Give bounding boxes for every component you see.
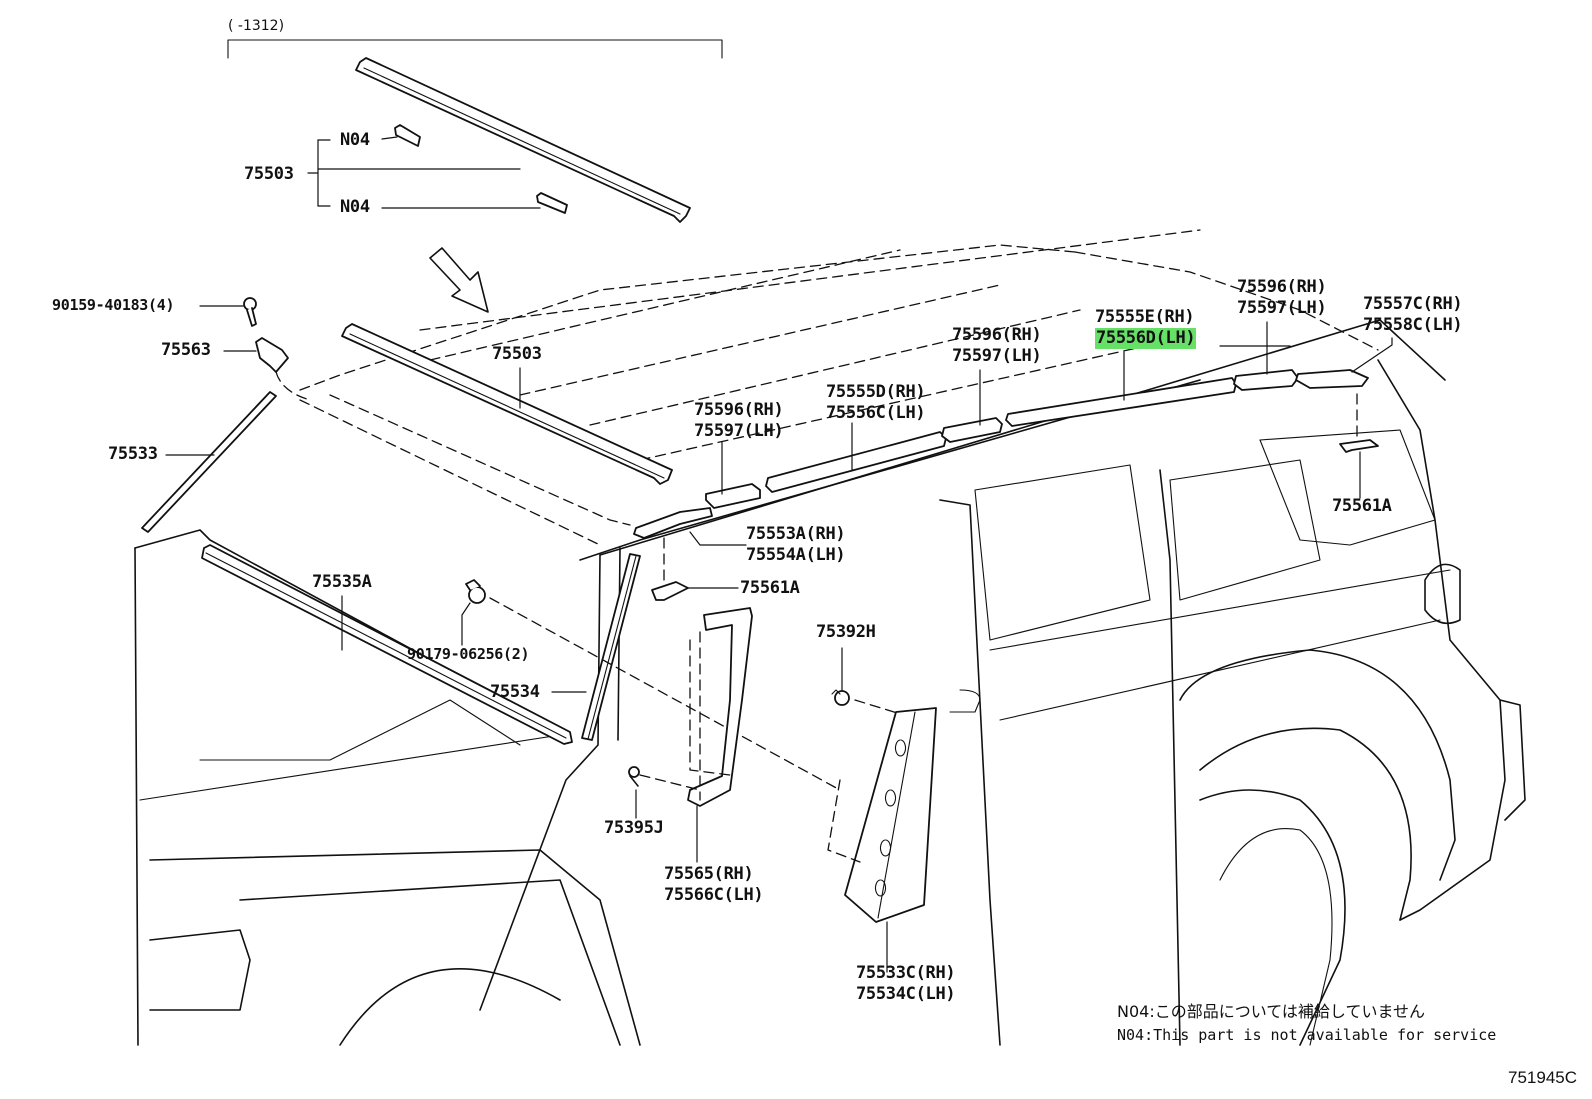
vehicle-body — [134, 229, 1526, 1046]
part-number: 75561A — [1332, 496, 1392, 516]
callout-75555D[interactable]: 75555D(RH) 75556C(LH) — [826, 382, 926, 424]
part-number-rh: 75596(RH) — [952, 325, 1042, 345]
molding-75535A — [201, 544, 573, 745]
callout-75535A[interactable]: 75535A — [312, 572, 372, 593]
callout-75563[interactable]: 75563 — [161, 340, 211, 361]
callout-75596-rear[interactable]: 75596(RH) 75597(LH) — [1237, 277, 1327, 319]
part-number-lh-highlighted: 75556D(LH) — [1095, 328, 1197, 349]
part-number-lh: 75597(LH) — [1237, 298, 1327, 318]
molding-75533 — [141, 391, 277, 533]
part-number: 75563 — [161, 340, 211, 360]
part-number-lh: 75597(LH) — [694, 421, 784, 441]
part-number-lh: 75556C(LH) — [826, 403, 926, 423]
part-number: 75535A — [312, 572, 372, 592]
clip-90179 — [461, 579, 841, 791]
part-number: 90179-06256(2) — [407, 645, 530, 663]
callout-75555E[interactable]: 75555E(RH) 75556D(LH) — [1095, 307, 1197, 349]
footnote-english: N04:This part is not available for servi… — [1117, 1026, 1497, 1044]
part-number-rh: 75553A(RH) — [746, 524, 846, 544]
callout-n04-upper[interactable]: N04 — [340, 130, 370, 151]
part-number: 75503 — [492, 344, 542, 364]
roof-rail-cover-mid — [941, 417, 1003, 443]
callout-75596-front[interactable]: 75596(RH) 75597(LH) — [694, 400, 784, 442]
part-number-rh: 75557C(RH) — [1363, 294, 1463, 314]
callout-75392H[interactable]: 75392H — [816, 622, 876, 643]
part-number-lh: 75558C(LH) — [1363, 315, 1463, 335]
clip-75561A-front — [651, 581, 689, 601]
part-number: 75392H — [816, 622, 876, 642]
callout-75561A-front[interactable]: 75561A — [740, 578, 800, 599]
callout-75503-top[interactable]: 75503 — [244, 164, 294, 185]
part-number-lh: 75566C(LH) — [664, 885, 764, 905]
figure-code: 751945C — [1508, 1068, 1578, 1087]
part-number-rh: 75533C(RH) — [856, 963, 956, 983]
part-number: 75533 — [108, 444, 158, 464]
part-number-lh: 75597(LH) — [952, 346, 1042, 366]
clip-75561A-rear — [1339, 439, 1379, 453]
roof-rail-75555D — [765, 431, 947, 493]
roof-molding-exploded — [355, 57, 691, 223]
callout-90179-06256[interactable]: 90179-06256(2) — [407, 644, 530, 665]
part-number: N04 — [340, 197, 370, 217]
roof-rail-75555E — [1005, 377, 1237, 427]
callout-90159-40183[interactable]: 90159-40183(4) — [52, 295, 175, 316]
callout-75561A-rear[interactable]: 75561A — [1332, 496, 1392, 517]
part-number-rh: 75565(RH) — [664, 864, 754, 884]
clip-75395J — [628, 766, 701, 819]
callout-75557C[interactable]: 75557C(RH) 75558C(LH) — [1363, 294, 1463, 336]
footnote-japanese: N04:この部品については補給していません — [1117, 1002, 1425, 1021]
garnish-75565 — [687, 607, 753, 863]
part-number: 75561A — [740, 578, 800, 598]
part-number: 75534 — [490, 682, 540, 702]
part-number-rh: 75555E(RH) — [1095, 307, 1195, 327]
roof-rail-rear-cap — [1295, 369, 1369, 389]
roof-rail-cover-front — [705, 483, 761, 509]
part-number: 75395J — [604, 818, 664, 838]
period-bracket — [227, 39, 723, 59]
callout-75533C[interactable]: 75533C(RH) 75534C(LH) — [856, 963, 956, 1005]
direction-arrow — [429, 247, 489, 313]
part-number-lh: 75534C(LH) — [856, 984, 956, 1004]
callout-75503-roof[interactable]: 75503 — [492, 344, 542, 365]
callout-75596-mid[interactable]: 75596(RH) 75597(LH) — [952, 325, 1042, 367]
period-label: ( -1312) — [228, 18, 285, 34]
part-number-lh: 75554A(LH) — [746, 545, 846, 565]
roof-rail-cover-rear — [1233, 369, 1299, 391]
callout-75553A[interactable]: 75553A(RH) 75554A(LH) — [746, 524, 846, 566]
callout-75565[interactable]: 75565(RH) 75566C(LH) — [664, 864, 764, 906]
roof-rail-front-cap — [633, 507, 713, 539]
part-number: 75503 — [244, 164, 294, 184]
screw-90159 — [199, 297, 257, 327]
callout-75533[interactable]: 75533 — [108, 444, 158, 465]
part-number-rh: 75596(RH) — [694, 400, 784, 420]
callout-75395J[interactable]: 75395J — [604, 818, 664, 839]
part-number-rh: 75596(RH) — [1237, 277, 1327, 297]
n04-clip-upper — [394, 124, 421, 147]
callout-75534[interactable]: 75534 — [490, 682, 540, 703]
part-number: 90159-40183(4) — [52, 296, 175, 314]
clip-75392H — [831, 647, 921, 721]
garnish-75533C — [827, 707, 937, 973]
callout-n04-lower[interactable]: N04 — [340, 197, 370, 218]
part-number-rh: 75555D(RH) — [826, 382, 926, 402]
n04-clip-lower — [536, 192, 568, 214]
part-number: N04 — [340, 130, 370, 150]
clip-75563 — [223, 337, 311, 401]
molding-75534 — [581, 553, 641, 741]
